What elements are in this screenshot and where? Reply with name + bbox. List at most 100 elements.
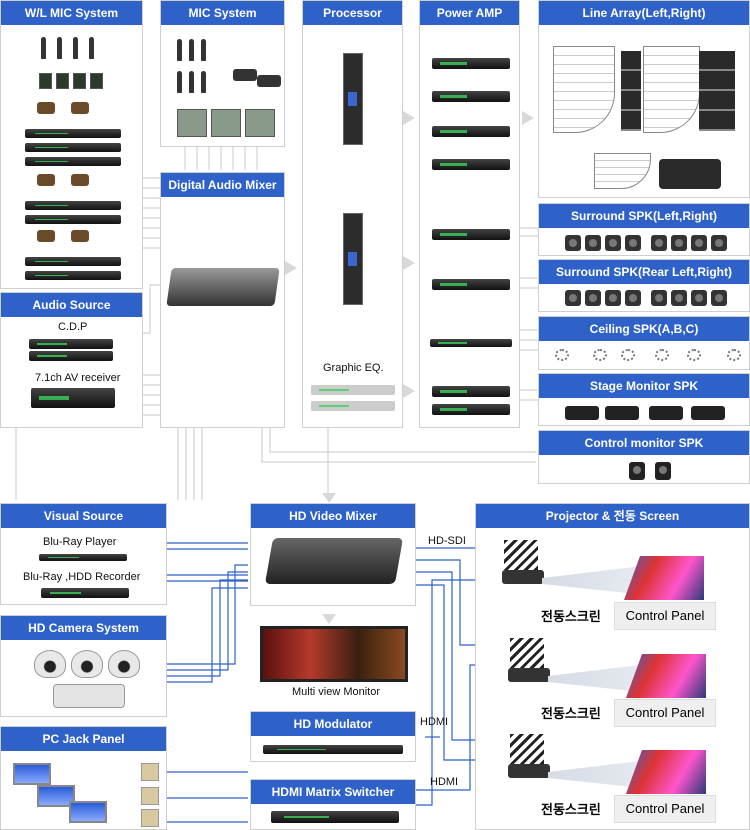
cd-player-icon bbox=[29, 339, 113, 349]
handheld-mic-icon bbox=[177, 71, 182, 93]
control-panel-button[interactable]: Control Panel bbox=[614, 795, 716, 823]
cd-player-icon bbox=[29, 351, 113, 361]
hdmi-matrix-panel: HDMI Matrix Switcher bbox=[250, 779, 416, 830]
line-array-title: Line Array(Left,Right) bbox=[539, 1, 749, 25]
hd-video-mixer-title: HD Video Mixer bbox=[251, 504, 415, 528]
receiver-rack-icon bbox=[25, 157, 121, 166]
receiver-rack-icon bbox=[25, 271, 121, 280]
wall-jack-icon bbox=[141, 809, 159, 827]
visual-source-title: Visual Source bbox=[1, 504, 166, 528]
wall-jack-icon bbox=[141, 763, 159, 781]
antenna-icon bbox=[71, 230, 89, 242]
speaker-icon bbox=[651, 290, 667, 306]
handheld-mic-icon bbox=[57, 37, 62, 59]
audio-source-title: Audio Source bbox=[1, 293, 142, 317]
speaker-icon bbox=[625, 290, 641, 306]
speaker-icon bbox=[565, 290, 581, 306]
processor-title: Processor bbox=[303, 1, 402, 25]
ceiling-speaker-icon bbox=[687, 349, 701, 361]
av-receiver-label: 7.1ch AV receiver bbox=[35, 372, 121, 384]
floor-box-icon bbox=[177, 109, 207, 137]
speaker-icon bbox=[605, 235, 621, 251]
flow-arrow bbox=[403, 384, 415, 398]
handheld-mic-icon bbox=[89, 37, 94, 59]
projector-lift-icon bbox=[504, 540, 538, 570]
control-panel-button[interactable]: Control Panel bbox=[614, 699, 716, 727]
wl-mic-panel: W/L MIC System bbox=[0, 0, 143, 289]
dome-camera-icon bbox=[108, 650, 140, 678]
receiver-rack-icon bbox=[25, 143, 121, 152]
handheld-mic-icon bbox=[201, 71, 206, 93]
screen-label: 전동스크린 bbox=[541, 802, 601, 817]
line-array-panel: Line Array(Left,Right) bbox=[538, 0, 750, 198]
ceiling-panel: Ceiling SPK(A,B,C) bbox=[538, 316, 750, 370]
sub-speaker-icon bbox=[699, 51, 735, 131]
hd-video-mixer-panel: HD Video Mixer bbox=[250, 503, 416, 606]
floor-box-icon bbox=[211, 109, 241, 137]
modulator-icon bbox=[263, 745, 403, 754]
bodypack-icon bbox=[90, 73, 103, 89]
handheld-mic-icon bbox=[177, 39, 182, 61]
pc-jack-panel: PC Jack Panel bbox=[0, 726, 167, 830]
projector-lift-icon bbox=[510, 638, 544, 668]
sub-speaker-icon bbox=[621, 51, 641, 131]
control-panel-button[interactable]: Control Panel bbox=[614, 602, 716, 630]
amplifier-icon bbox=[432, 91, 510, 102]
ceiling-speaker-icon bbox=[555, 349, 569, 361]
monitor-speaker-icon bbox=[629, 462, 645, 480]
receiver-rack-icon bbox=[25, 201, 121, 210]
amplifier-icon bbox=[432, 279, 510, 290]
multiview-label: Multi view Monitor bbox=[292, 686, 381, 698]
dome-camera-icon bbox=[71, 650, 103, 678]
monitor-wedge-icon bbox=[691, 406, 725, 420]
speaker-icon bbox=[671, 235, 687, 251]
hdmi-label-1: HDMI bbox=[420, 716, 449, 728]
speaker-icon bbox=[691, 290, 707, 306]
processor-unit-icon bbox=[343, 213, 363, 305]
ceiling-speaker-icon bbox=[621, 349, 635, 361]
projector-icon bbox=[508, 764, 550, 778]
floor-box-icon bbox=[245, 109, 275, 137]
antenna-icon bbox=[71, 102, 89, 114]
gooseneck-mic-icon bbox=[257, 75, 281, 87]
projector-panel: Projector & 전동 Screen 전동스크린 Control Pane… bbox=[475, 503, 750, 830]
laptop-icon bbox=[69, 801, 107, 823]
amplifier-icon bbox=[432, 229, 510, 240]
video-switcher-icon bbox=[264, 538, 404, 584]
projector-lift-icon bbox=[510, 734, 544, 764]
power-amp-title: Power AMP bbox=[420, 1, 519, 25]
av-receiver-icon bbox=[31, 388, 115, 408]
speaker-icon bbox=[585, 235, 601, 251]
wl-mic-title: W/L MIC System bbox=[1, 1, 142, 25]
speaker-icon bbox=[625, 235, 641, 251]
antenna-icon bbox=[37, 102, 55, 114]
graphic-eq-icon bbox=[311, 385, 395, 395]
ceiling-title: Ceiling SPK(A,B,C) bbox=[539, 317, 749, 341]
hd-sdi-label: HD-SDI bbox=[428, 535, 466, 547]
hd-modulator-title: HD Modulator bbox=[251, 712, 415, 736]
amplifier-icon bbox=[432, 58, 510, 69]
receiver-rack-icon bbox=[25, 129, 121, 138]
hd-camera-panel: HD Camera System bbox=[0, 615, 167, 717]
amplifier-icon bbox=[432, 159, 510, 170]
flow-arrow bbox=[285, 261, 297, 275]
laptop-icon bbox=[13, 763, 51, 785]
antenna-icon bbox=[71, 174, 89, 186]
amplifier-icon bbox=[432, 386, 510, 397]
monitor-speaker-icon bbox=[655, 462, 671, 480]
monitor-wedge-icon bbox=[605, 406, 639, 420]
ceiling-speaker-icon bbox=[593, 349, 607, 361]
bodypack-icon bbox=[73, 73, 86, 89]
mic-system-title: MIC System bbox=[161, 1, 284, 25]
monitor-wedge-icon bbox=[649, 406, 683, 420]
surround-title: Surround SPK(Left,Right) bbox=[539, 204, 749, 228]
flow-arrow-down bbox=[322, 614, 336, 624]
speaker-icon bbox=[711, 290, 727, 306]
wall-jack-icon bbox=[141, 787, 159, 805]
processor-unit-icon bbox=[343, 53, 363, 145]
speaker-icon bbox=[565, 235, 581, 251]
speaker-icon bbox=[651, 235, 667, 251]
camera-controller-icon bbox=[53, 684, 125, 708]
hdd-recorder-icon bbox=[41, 588, 129, 598]
hdmi-label-2: HDMI bbox=[430, 776, 459, 788]
